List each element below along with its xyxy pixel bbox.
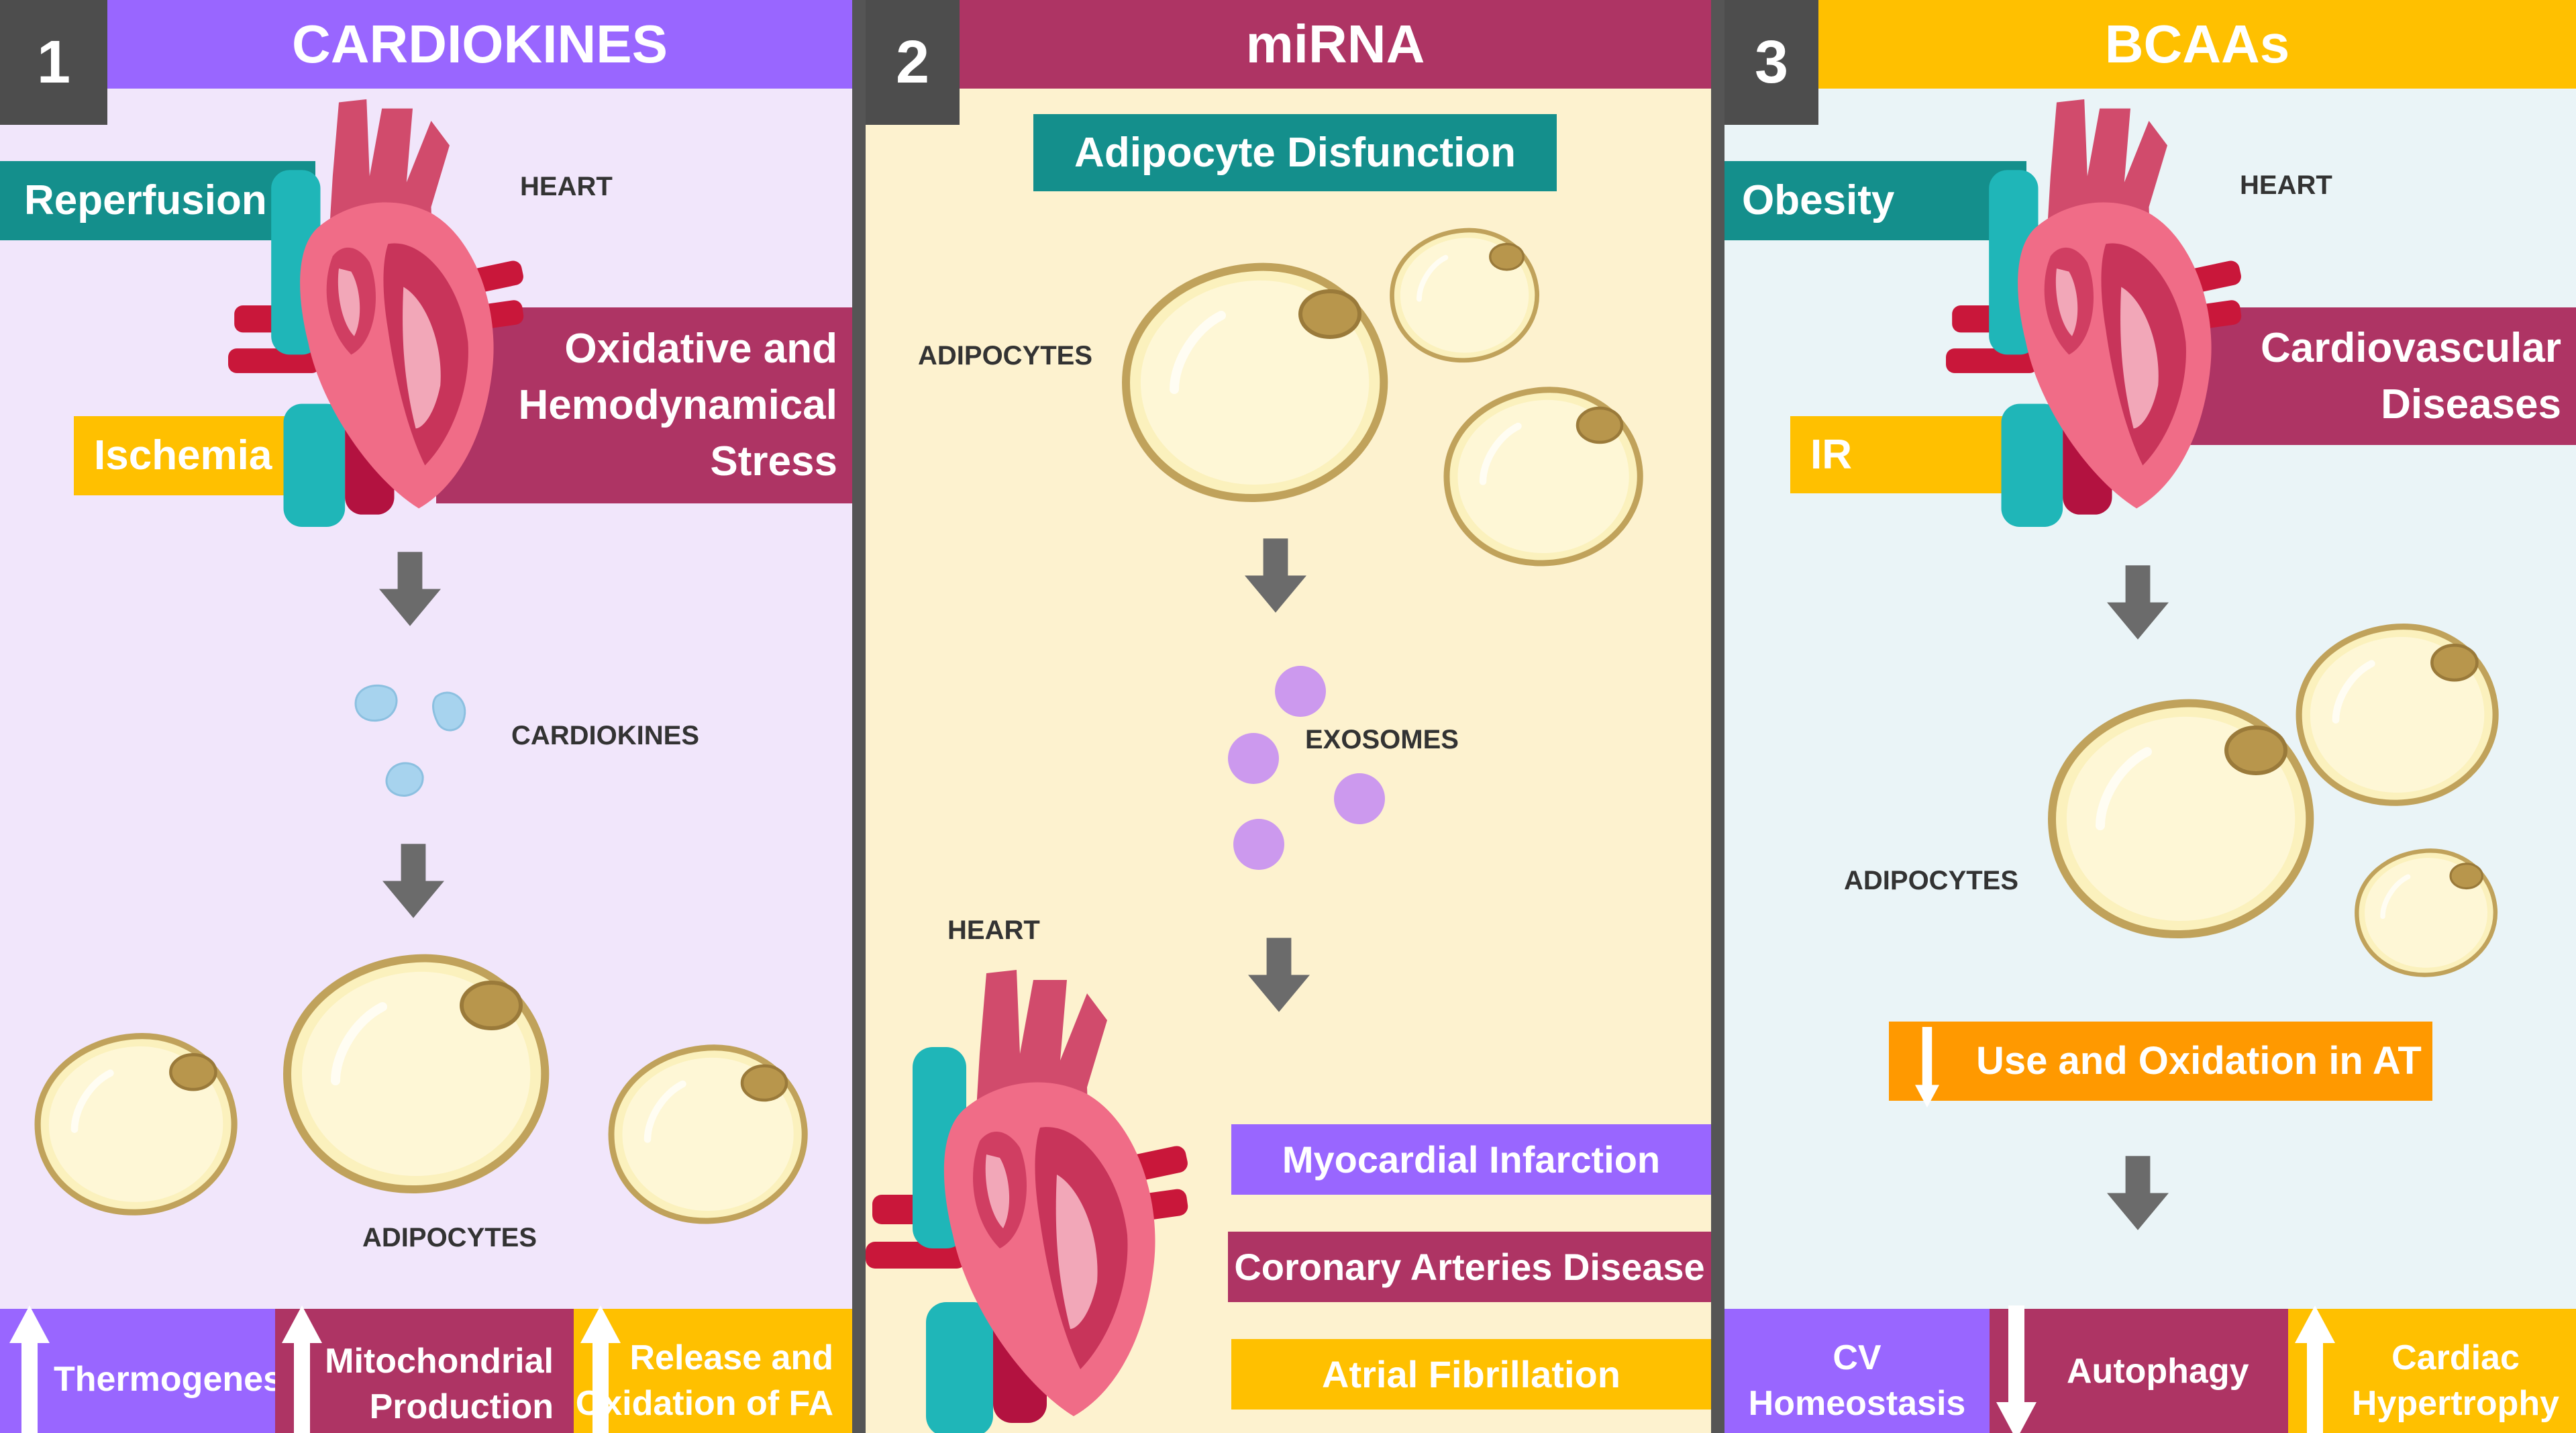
adipocyte-icon [2040,698,2322,940]
exosomes-caption: EXOSOMES [1305,725,1459,754]
adipocyte-icon [34,1024,238,1225]
down-arrow-icon [1248,936,1310,1014]
panel-bcaas: BCAAs 3 Obesity IR Cardiovascular Diseas… [1724,0,2576,1433]
down-arrow-icon [1996,1305,2037,1433]
bottom-cardiac-hypertrophy: Cardiac Hypertrophy [2288,1309,2576,1433]
down-arrow-icon [1245,537,1306,614]
panel-1-title: CARDIOKINES [107,0,852,89]
adipocyte-icon [2354,842,2498,983]
adipocytes-caption: ADIPOCYTES [362,1223,537,1252]
adipocytes-caption: ADIPOCYTES [1844,866,2019,895]
down-arrow-icon [2107,1154,2169,1232]
panel-3-number: 3 [1724,0,1818,125]
adipocyte-icon [1443,376,1644,577]
heart-icon [201,84,550,527]
up-arrow-icon [2295,1305,2335,1433]
heart-caption: HEART [947,916,1040,945]
stress-box: Oxidative and Hemodynamical Stress [436,307,852,503]
adipocyte-icon [275,953,557,1195]
use-oxidation-label: Use and Oxidation in AT [1889,1022,2432,1101]
adipocytes-caption: ADIPOCYTES [918,341,1093,370]
adipocyte-disfunction-label: Adipocyte Disfunction [1033,114,1557,191]
cardiokine-particles [354,684,466,797]
bottom-release-oxidation: Release and Oxidation of FA [574,1309,852,1433]
exosome-particles [1228,666,1385,870]
cardiokines-caption: CARDIOKINES [511,721,700,750]
outcome-atrial-fibrillation: Atrial Fibrillation [1231,1339,1711,1410]
tag-reperfusion: Reperfusion [0,161,315,240]
up-arrow-icon [9,1305,50,1433]
heart-icon [1919,84,2268,527]
outcome-myocardial-infarction: Myocardial Infarction [1231,1124,1711,1195]
panel-mirna: miRNA 2 Adipocyte Disfunction ADIPOCYTES… [866,0,1711,1433]
down-arrow-icon [2107,564,2169,641]
bottom-thermogenesis: Thermogenesis [0,1309,311,1433]
tag-obesity: Obesity [1724,161,2026,240]
bottom-mitochondrial: Mitochondrial Production [275,1309,574,1433]
down-arrow-icon [1909,1027,1945,1107]
heart-caption: HEART [520,172,613,201]
adipocyte-icon [1114,262,1396,503]
heart-icon [866,953,1194,1433]
bottom-autophagy: Autophagy [1990,1309,2288,1433]
adipocyte-icon [1389,221,1540,369]
bottom-cv-homeostasis: CV Homeostasis Disruption [1724,1309,1990,1433]
panel-2-number: 2 [866,0,960,125]
down-arrow-icon [379,550,441,628]
tag-ir: IR [1790,416,2032,493]
heart-caption: HEART [2240,170,2332,200]
panel-1-number: 1 [0,0,107,125]
adipocyte-icon [2295,614,2500,816]
panel-divider [1711,0,1724,1433]
adipocyte-icon [607,1034,809,1235]
panel-2-title: miRNA [960,0,1711,89]
outcome-coronary-arteries: Coronary Arteries Disease [1228,1232,1711,1302]
panel-cardiokines: CARDIOKINES 1 Reperfusion Ischemia Oxida… [0,0,852,1433]
panel-divider [852,0,866,1433]
cvd-box: Cardiovascular Diseases [2154,307,2576,445]
up-arrow-icon [282,1305,322,1433]
down-arrow-icon [382,842,444,920]
panel-3-title: BCAAs [1818,0,2576,89]
